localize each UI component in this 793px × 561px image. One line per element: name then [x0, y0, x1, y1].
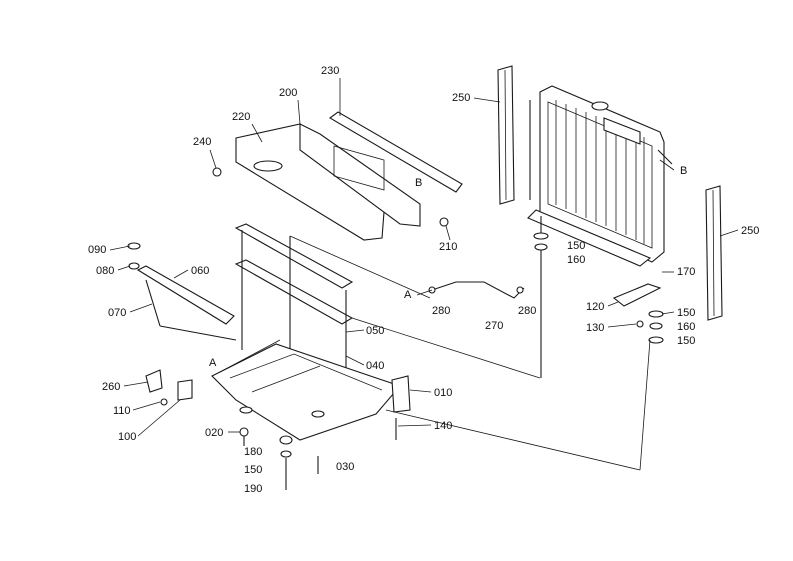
label-010: 010	[434, 387, 452, 399]
bar-060	[136, 265, 235, 325]
hose-270	[428, 281, 525, 299]
label-280-a: 280	[432, 305, 450, 317]
label-180: 180	[244, 446, 262, 458]
label-A-lower: A	[209, 357, 217, 369]
label-160-a: 160	[567, 254, 585, 266]
label-030: 030	[336, 461, 354, 473]
label-150-a: 150	[567, 240, 585, 252]
label-150-d: 150	[244, 464, 262, 476]
label-220: 220	[232, 111, 250, 123]
label-070: 070	[108, 307, 126, 319]
label-A-upper: A	[404, 289, 412, 301]
label-060: 060	[191, 265, 209, 277]
bolt-240	[212, 167, 222, 177]
label-100: 100	[118, 431, 136, 443]
bolt-020	[239, 427, 249, 446]
label-160-b: 160	[677, 321, 695, 333]
base-plate	[211, 343, 411, 441]
bolt-210	[439, 217, 449, 227]
label-080: 080	[96, 265, 114, 277]
label-230: 230	[321, 65, 339, 77]
label-050: 050	[366, 325, 384, 337]
label-280-b: 280	[518, 305, 536, 317]
side-seal-left	[497, 65, 515, 205]
label-120: 120	[586, 301, 604, 313]
label-250-left: 250	[452, 92, 470, 104]
label-250-right: 250	[741, 225, 759, 237]
label-200: 200	[279, 87, 297, 99]
reference-lines	[219, 235, 651, 471]
label-170: 170	[677, 266, 695, 278]
leader-lines	[109, 78, 739, 437]
label-140: 140	[434, 420, 452, 432]
callout-labels: 230 200 220 240 250 250 B B 210 150 160 …	[88, 65, 759, 495]
mount-bracket-120	[612, 283, 664, 344]
label-040: 040	[366, 360, 384, 372]
label-B-right: B	[680, 165, 687, 177]
label-240: 240	[193, 136, 211, 148]
label-260: 260	[102, 381, 120, 393]
label-090: 090	[88, 244, 106, 256]
label-110: 110	[113, 405, 131, 417]
bracket-260	[145, 369, 193, 406]
radiator-mount-left	[533, 216, 549, 378]
side-seal-right	[705, 185, 723, 321]
label-270: 270	[485, 320, 503, 332]
label-210: 210	[439, 241, 457, 253]
seal-strip-230	[329, 111, 463, 193]
label-B-upper: B	[415, 177, 422, 189]
washers-080-090	[127, 242, 141, 270]
mount-180-150	[279, 435, 293, 490]
label-190: 190	[244, 483, 262, 495]
label-150-c: 150	[677, 335, 695, 347]
label-130: 130	[586, 322, 604, 334]
label-150-b: 150	[677, 307, 695, 319]
rod-070	[145, 279, 237, 341]
label-020: 020	[205, 427, 223, 439]
radiator	[527, 85, 673, 267]
shroud-panel-200	[299, 123, 421, 227]
